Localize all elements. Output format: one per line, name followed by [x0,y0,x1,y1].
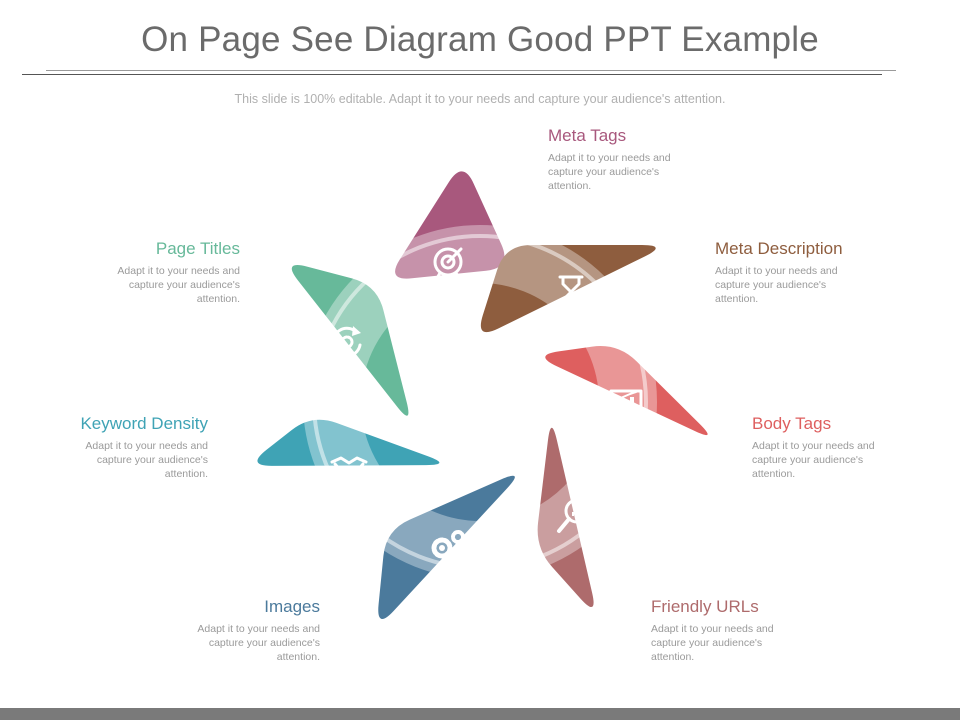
petal-meta-tags [395,171,505,279]
label-desc: Adapt it to your needs and capture your … [715,265,838,305]
page-subtitle: This slide is 100% editable. Adapt it to… [234,92,726,106]
gears-icon [431,530,467,563]
label-page-titles: Page Titles Adapt it to your needs and c… [80,239,240,306]
target-icon [433,247,463,282]
petal-images [378,475,515,620]
handshake-icon [330,456,368,480]
magnifier-icon [557,498,590,533]
label-title: Images [264,597,320,616]
title-rule-lower [22,74,882,75]
petal-friendly-urls [537,427,594,608]
label-friendly-urls: Friendly URLs Adapt it to your needs and… [651,597,811,664]
label-desc: Adapt it to your needs and capture your … [548,152,671,192]
bar-chart-icon [609,389,643,421]
label-body-tags: Body Tags Adapt it to your needs and cap… [752,414,912,481]
label-meta-description: Meta Description Adapt it to your needs … [715,239,875,306]
label-desc: Adapt it to your needs and capture your … [117,265,240,305]
label-title: Body Tags [752,414,832,433]
title-rule-upper [46,70,896,71]
center-ring [303,225,657,579]
label-desc: Adapt it to your needs and capture your … [752,440,875,480]
petal-keyword-density [257,419,440,466]
label-desc: Adapt it to your needs and capture your … [85,440,208,480]
page-title: On Page See Diagram Good PPT Example [141,20,819,59]
label-title: Page Titles [155,239,240,258]
label-title: Keyword Density [80,414,208,433]
label-desc: Adapt it to your needs and capture your … [197,623,320,663]
label-keyword-density: Keyword Density Adapt it to your needs a… [48,414,208,481]
label-title: Meta Tags [548,126,627,145]
label-meta-tags: Meta Tags Adapt it to your needs and cap… [548,126,708,193]
label-desc: Adapt it to your needs and capture your … [651,623,774,663]
center-ring-outline [312,234,648,570]
label-title: Friendly URLs [651,597,759,616]
footer-bar [0,708,960,720]
label-images: Images Adapt it to your needs and captur… [160,597,320,664]
hourglass-icon [558,275,584,309]
icons-group [330,247,643,563]
refresh-gear-icon [332,326,362,358]
label-title: Meta Description [715,239,843,258]
